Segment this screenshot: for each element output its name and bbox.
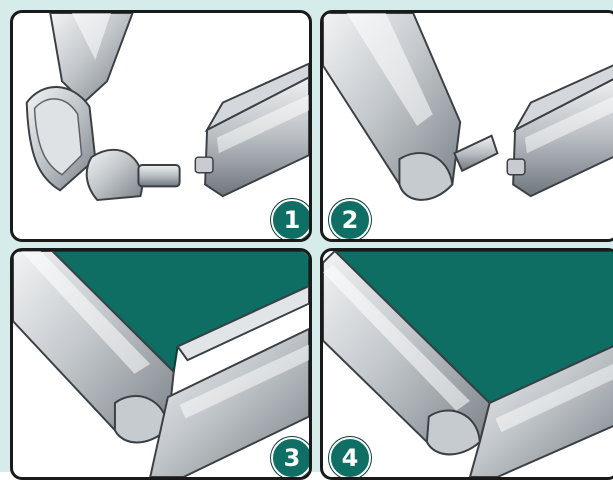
step-panel-2: 2: [320, 10, 613, 242]
step-number-badge: 4: [329, 437, 371, 477]
step-number-badge: 3: [271, 437, 309, 477]
step-number-badge: 1: [271, 199, 309, 239]
step-number-badge: 2: [329, 199, 371, 239]
step-panel-4: 4: [320, 248, 613, 480]
frame-corner-assembled-icon: [323, 251, 613, 477]
frame-corner-board-insert-icon: [13, 251, 309, 477]
frame-corner-joining-icon: [323, 13, 613, 201]
frame-corner-disassembled-icon: [25, 13, 309, 202]
step-panel-1: 1: [10, 10, 312, 242]
step-panel-3: 3: [10, 248, 312, 480]
